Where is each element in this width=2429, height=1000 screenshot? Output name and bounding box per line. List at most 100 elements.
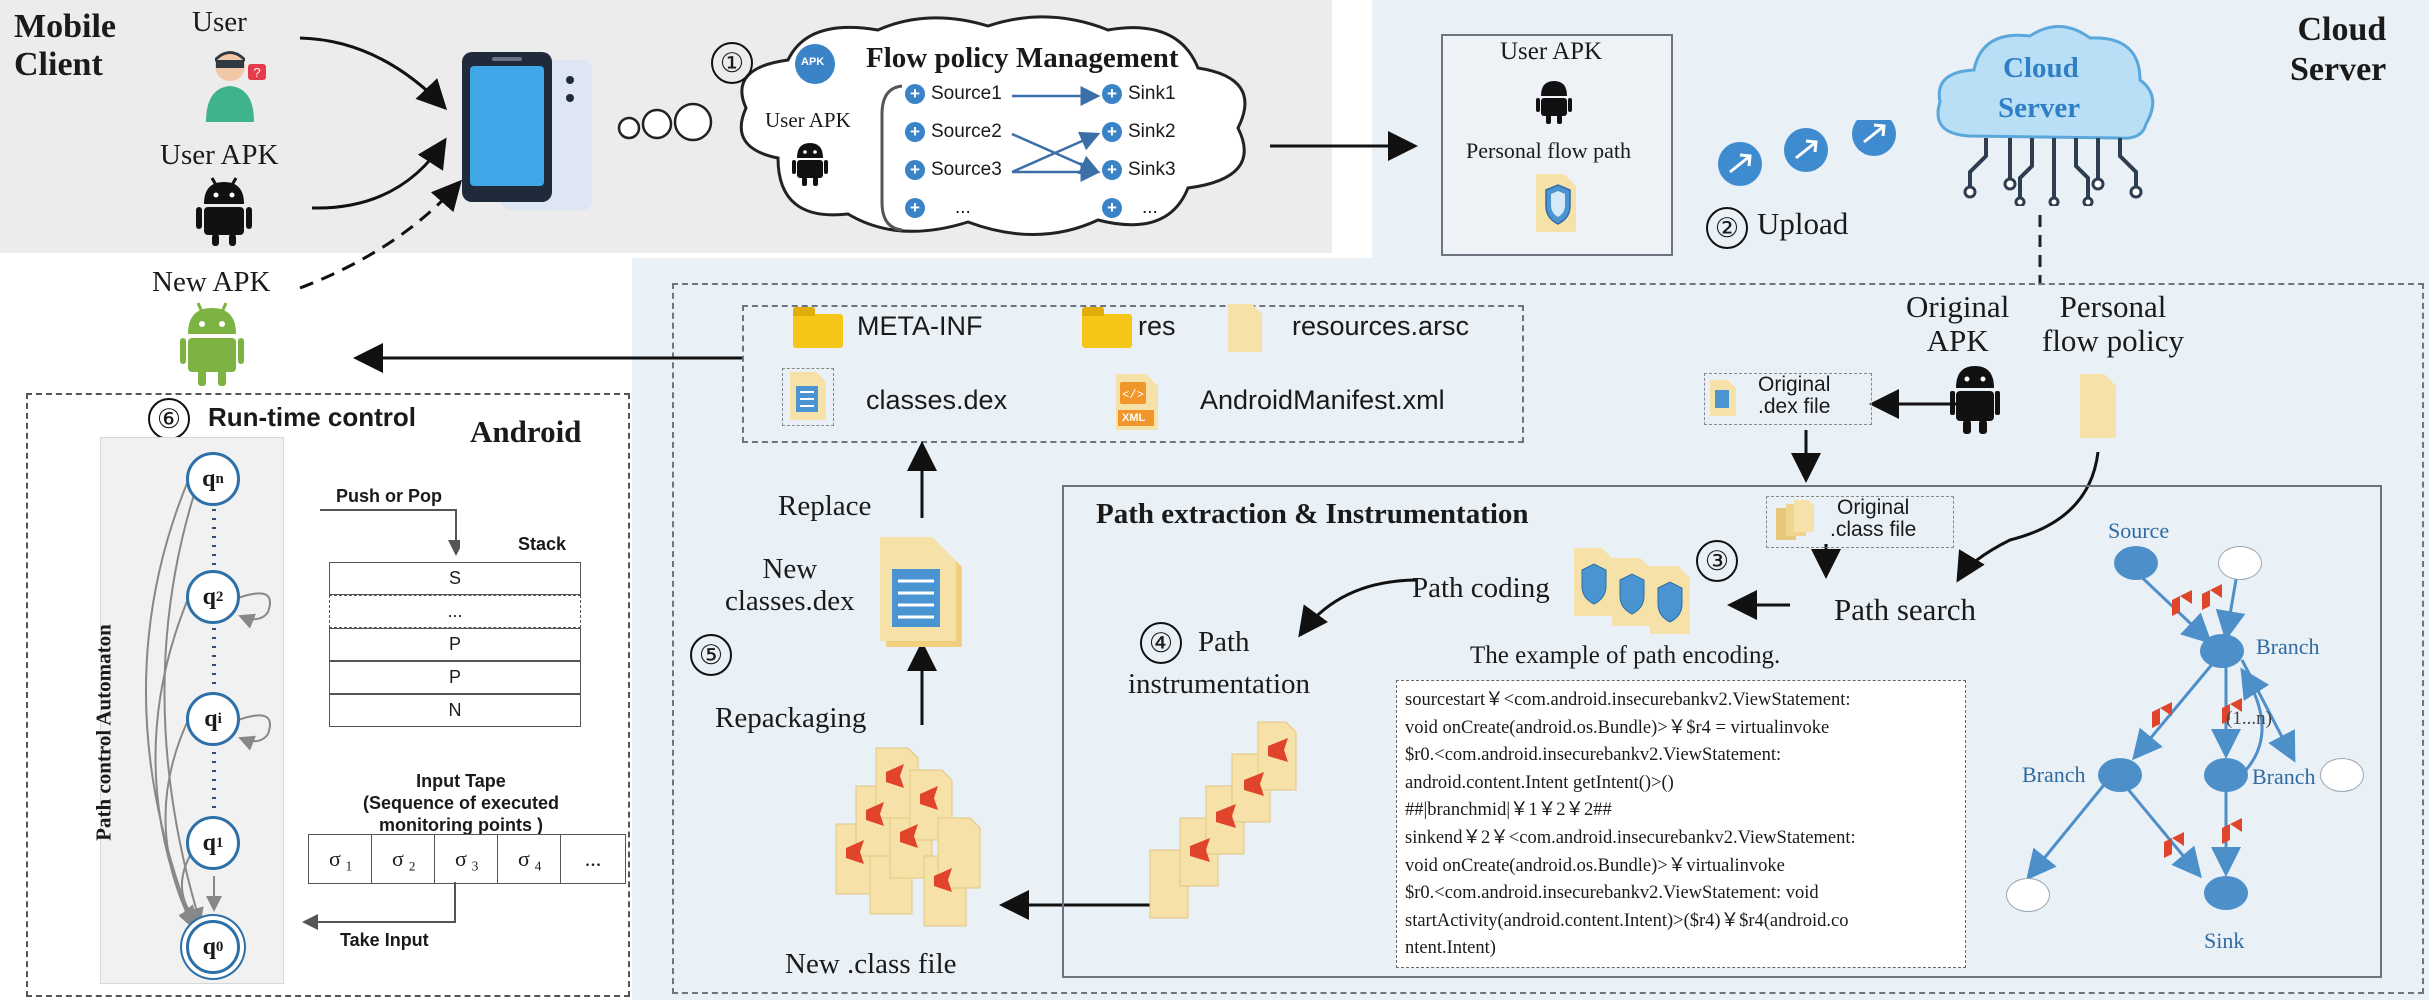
original-apk-line1: Original [1906,289,2010,324]
step2-number: ② [1706,207,1748,249]
user-label: User [192,6,247,38]
tree-node-branch-right [2204,758,2248,792]
source1-item: +Source1 [905,83,1002,105]
flow-path-doc-icon [1536,174,1576,232]
path-coding-label: Path coding [1412,572,1550,604]
state-qn-label: q [202,465,216,492]
new-class-files-icon [835,747,981,927]
tree-node-empty-top [2218,546,2262,580]
tree-branch-top-label: Branch [2256,634,2320,659]
res-label: res [1138,311,1176,341]
original-apk-line2: APK [1926,323,1989,358]
tree-node-branch-left [2098,758,2142,792]
step1-number: ① [711,42,753,84]
policy-cloud-bubble [739,15,1247,236]
code-line: startActivity(android.content.Intent)>($… [1405,910,1849,931]
original-dex-box [1704,373,1872,425]
svg-text:</>: </> [1122,388,1144,402]
personal-policy-line1: Personal [2059,289,2167,324]
upload-user-apk-label: User APK [1500,38,1603,65]
cloud-title-line1: Cloud [2297,11,2387,48]
xml-file-icon: </> [1116,374,1158,430]
state-qi-sub: i [217,710,222,727]
runtime-control-title: Run-time control [208,402,416,432]
new-classes-dex-icon [880,537,962,647]
push-pop-arrow [320,509,460,556]
cloud-icon-label-line1: Cloud [2003,52,2079,84]
step6-number: ⑥ [148,398,190,440]
code-line: sinkend￥2￥<com.android.insecurebankv2.Vi… [1405,827,1856,848]
original-dex-line1: Original [1758,373,1831,396]
tree-node-sink [2204,876,2248,910]
thought-bubbles [617,102,713,142]
code-line: ##|branchmid|￥1￥2￥2## [1405,800,1612,821]
upload-android-icon [1536,81,1572,124]
classes-dex-label: classes.dex [866,385,1008,415]
path-search-label: Path search [1834,592,1977,627]
source2-item: +Source2 [905,121,1002,143]
input-tape-title: Input Tape (Sequence of executed monitor… [346,770,576,836]
smartphone-icon [462,52,592,210]
original-apk-android-icon [1950,366,2000,434]
step3-number: ③ [1696,540,1738,582]
code-line: android.content.Intent getIntent()>() [1405,772,1674,793]
classes-dex-frame [782,368,834,426]
xml-badge-text: XML [1122,412,1146,424]
tape-title-line1: Input Tape [416,771,506,791]
source3-item: +Source3 [905,159,1002,181]
source3-label: Source3 [931,159,1002,180]
original-class-box [1766,496,1954,548]
step5-number: ⑤ [690,634,732,676]
path-encoding-code: sourcestart￥<com.android.insecurebankv2.… [1396,680,1966,968]
stack-cell: P [329,628,581,661]
code-line: void onCreate(android.os.Bundle)>￥virtua… [1405,855,1785,876]
user-apk-label: User APK [160,139,279,171]
new-classes-line1: New [762,553,818,585]
android-black-icon [196,177,252,246]
tree-node-source [2114,546,2158,580]
stack-cell: S [329,562,581,595]
source-more-label: ... [955,197,971,218]
upload-label: Upload [1757,206,1849,241]
path-extraction-panel [1062,485,2382,978]
tree-branch-left-label: Branch [2022,762,2086,787]
example-title: The example of path encoding. [1470,642,1781,669]
apk-contents-box [742,305,1524,443]
code-line: sourcestart￥<com.android.insecurebankv2.… [1405,690,1851,710]
sink-more-item: +... [1102,197,1158,219]
tape-cell: σ ₄ [497,834,563,884]
state-q0-label: q [202,933,216,960]
new-classes-dex-label: New classes.dex [725,553,855,617]
original-apk-label: Original APK [1906,290,2009,358]
apk-app-icon: APK [795,44,835,84]
state-qi-label: q [204,705,218,732]
stack-cell: N [329,694,581,727]
tape-cell: σ ₁ [308,834,374,884]
tree-node-empty-right [2320,758,2364,792]
code-line: ntent.Intent) [1405,938,1496,959]
sink-more-label: ... [1142,197,1158,218]
flow-policy-title: Flow policy Management [866,42,1179,74]
take-input-label: Take Input [340,930,429,950]
meta-inf-label: META-INF [857,311,983,341]
mobile-client-title: Mobile Client [14,8,116,84]
path-coding-shield-icons [1574,548,1690,634]
original-class-line2: .class file [1830,518,1917,541]
stack-label: Stack [518,534,567,554]
apk-badge-text: APK [801,56,825,68]
state-q2-label: q [202,583,216,610]
repackaging-label: Repackaging [715,702,867,734]
res-folder-icon [1082,307,1132,348]
stack-cell: P [329,661,581,694]
tree-source-label: Source [2108,518,2170,543]
policy-android-icon [792,143,828,186]
sink3-label: Sink3 [1128,159,1176,180]
cloud-title-line2: Server [2290,51,2387,88]
instrumented-files-icon [1149,721,1297,919]
state-q2-sub: 2 [215,588,224,605]
original-class-icon [1776,500,1814,540]
original-dex-label: Original .dex file [1758,374,1830,418]
